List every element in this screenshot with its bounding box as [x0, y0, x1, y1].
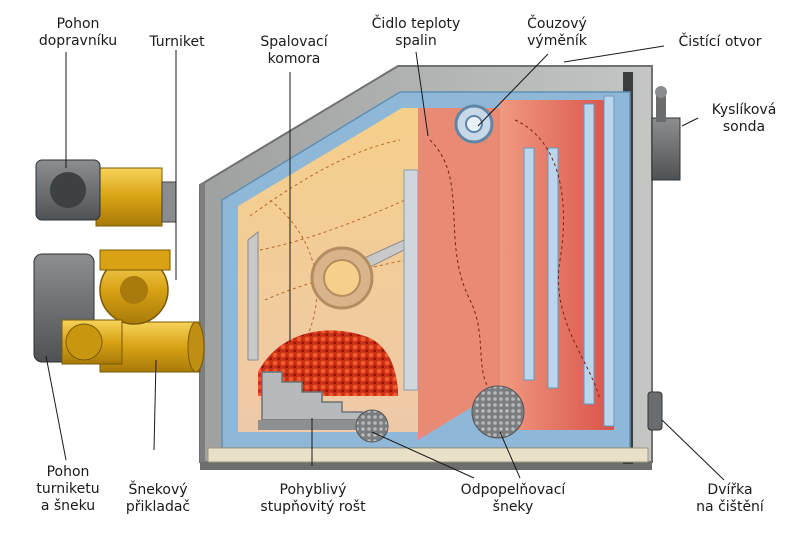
label-cleaning-opening: Čistící otvor — [678, 34, 762, 50]
label-moving-grate: Pohyblivý stupňovitý rošt — [260, 482, 366, 515]
label-drive-conveyor: Pohon dopravníku — [38, 16, 118, 49]
fuel-bed — [258, 330, 398, 396]
leader-flue-sensor — [415, 51, 429, 137]
inspection-ring — [310, 246, 374, 310]
label-screw-feeder: Šnekový přikladač — [125, 482, 191, 515]
leader-oxygen-probe — [681, 117, 699, 127]
label-ash-screws: Odpopelňovací šneky — [460, 482, 566, 515]
leader-ash-screw-1 — [371, 431, 475, 479]
heat-exchanger — [418, 95, 615, 440]
leader-lines — [45, 45, 725, 481]
leader-cleaning-opening — [563, 45, 665, 63]
leader-drive-turnstile-screw — [45, 355, 67, 461]
leader-cleaning-door — [661, 419, 725, 481]
cleaning-door — [647, 391, 663, 431]
label-turnstile: Turniket — [149, 34, 205, 50]
leader-smoke-exchanger — [477, 53, 549, 127]
label-drive-turnstile-screw: Pohon turniketu a šneku — [36, 464, 100, 514]
flue-sensor-port — [454, 104, 494, 144]
leader-screw-feeder — [153, 359, 157, 451]
label-oxygen-probe: Kyslíková sonda — [711, 102, 777, 135]
label-flue-gas-sensor: Čidlo teploty spalin — [371, 16, 461, 49]
ash-screw-left — [355, 409, 389, 443]
turnstile-screw-motor — [33, 253, 123, 365]
conveyor-drive-motor — [35, 159, 177, 227]
label-combustion-chamber: Spalovací komora — [260, 34, 328, 67]
ash-screw-right — [471, 385, 525, 439]
label-cleaning-door: Dvířka na čištění — [696, 482, 764, 515]
label-smoke-exchanger: Čouzový výměník — [527, 16, 587, 49]
oxygen-probe — [651, 86, 681, 181]
leader-ash-screw-2 — [499, 431, 521, 479]
boiler-base — [207, 447, 649, 463]
turnstile-unit — [99, 249, 171, 325]
